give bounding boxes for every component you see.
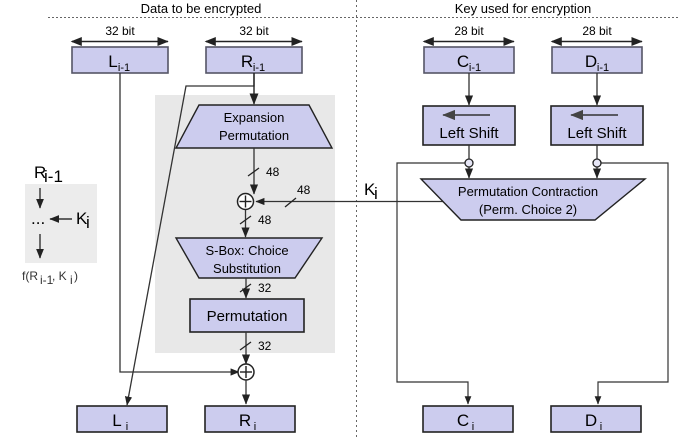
bit-label-d-prev: 28 bit (582, 24, 612, 38)
legend-output-part1: f(R (22, 269, 38, 283)
bit-measure-d-prev: 28 bit (550, 24, 643, 46)
bit-measure-l-prev: 32 bit (70, 24, 169, 46)
block-left-shift-c: Left Shift (422, 105, 516, 146)
junction-dot-c (464, 158, 474, 168)
legend-output-sub2: i (70, 273, 73, 287)
left-shift-c-label: Left Shift (439, 125, 499, 142)
box-r-prev: R i-1 (205, 46, 303, 74)
bit-measure-r-prev: 32 bit (204, 24, 303, 46)
slash-sbox-out (239, 283, 252, 293)
box-r-prev-label: R (241, 52, 253, 71)
bit-label-c-prev: 28 bit (454, 24, 484, 38)
wire-bypass-d (594, 162, 669, 405)
box-c-next-label: C (457, 411, 469, 430)
box-d-prev-sub: i-1 (597, 62, 609, 74)
box-r-next: R i (204, 405, 296, 433)
sbox-label-line2: Substitution (213, 261, 281, 276)
slash-exp-out (247, 167, 260, 177)
label-exp-out: 48 (266, 165, 280, 179)
box-r-next-label: R (239, 411, 251, 430)
sbox-label-line1: S-Box: Choice (205, 243, 288, 258)
box-c-next: C i (422, 405, 514, 433)
legend-output-sub1: i-1 (40, 273, 54, 287)
wire-bypass-c (396, 162, 472, 405)
box-c-prev-sub: i-1 (469, 62, 481, 74)
block-permutation: Permutation (189, 298, 305, 333)
box-l-next-label: L (112, 411, 121, 430)
legend-input-sub: i-1 (44, 167, 63, 186)
block-permutation-contraction: Permutation Contraction (Perm. Choice 2) (419, 178, 647, 221)
legend-output-part3: ) (74, 269, 78, 283)
expansion-label-line2: Permutation (219, 128, 289, 143)
xor-key-mix (236, 192, 255, 211)
box-l-next: L i (76, 405, 168, 433)
box-d-prev: D i-1 (551, 46, 643, 74)
box-d-next-label: D (585, 411, 597, 430)
label-perm-out: 32 (258, 339, 272, 353)
junction-dot-d (592, 158, 602, 168)
legend-dots: ... (31, 209, 45, 228)
slash-xor-out (239, 215, 252, 225)
box-c-prev-label: C (457, 52, 469, 71)
header-right: Key used for encryption (455, 1, 592, 16)
box-c-prev: C i-1 (423, 46, 515, 74)
box-l-prev-label: L (108, 52, 117, 71)
slash-xor-key-in (284, 197, 297, 208)
box-d-prev-label: D (585, 52, 597, 71)
legend-f-function: R i-1 ... K i f(R i-1 , K i ) (22, 163, 90, 287)
label-subkey-name-sub: i (374, 184, 378, 203)
box-r-next-sub: i (254, 421, 256, 433)
bit-label-r-prev: 32 bit (239, 24, 269, 38)
legend-key-label: K (76, 209, 88, 228)
legend-key-sub: i (86, 213, 90, 232)
box-l-prev: L i-1 (71, 46, 169, 74)
xor-feistel (237, 363, 255, 381)
box-r-prev-sub: i-1 (253, 62, 265, 74)
permutation-label: Permutation (207, 308, 288, 325)
label-sbox-out: 32 (258, 281, 272, 295)
contraction-label-line2: (Perm. Choice 2) (479, 202, 577, 217)
legend-output-part2: , K (52, 269, 67, 283)
bit-measure-c-prev: 28 bit (422, 24, 515, 46)
block-expansion-permutation: Expansion Permutation (174, 104, 334, 149)
box-d-next-sub: i (600, 421, 602, 433)
block-left-shift-d: Left Shift (550, 105, 644, 146)
wire-lprev-to-xor (119, 73, 240, 376)
header-left: Data to be encrypted (141, 1, 262, 16)
expansion-label-line1: Expansion (224, 110, 285, 125)
box-l-next-sub: i (126, 421, 128, 433)
box-l-prev-sub: i-1 (118, 62, 130, 74)
box-d-next: D i (550, 405, 642, 433)
legend-input-label: R (34, 163, 46, 182)
label-xor-out: 48 (258, 213, 272, 227)
contraction-label-line1: Permutation Contraction (458, 184, 598, 199)
box-c-next-sub: i (472, 421, 474, 433)
block-sbox-substitution: S-Box: Choice Substitution (174, 237, 324, 279)
bit-label-l-prev: 32 bit (105, 24, 135, 38)
slash-perm-out (239, 341, 252, 351)
label-subkey-name: K (364, 180, 376, 199)
left-shift-d-label: Left Shift (567, 125, 627, 142)
label-xor-key-in: 48 (297, 183, 311, 197)
